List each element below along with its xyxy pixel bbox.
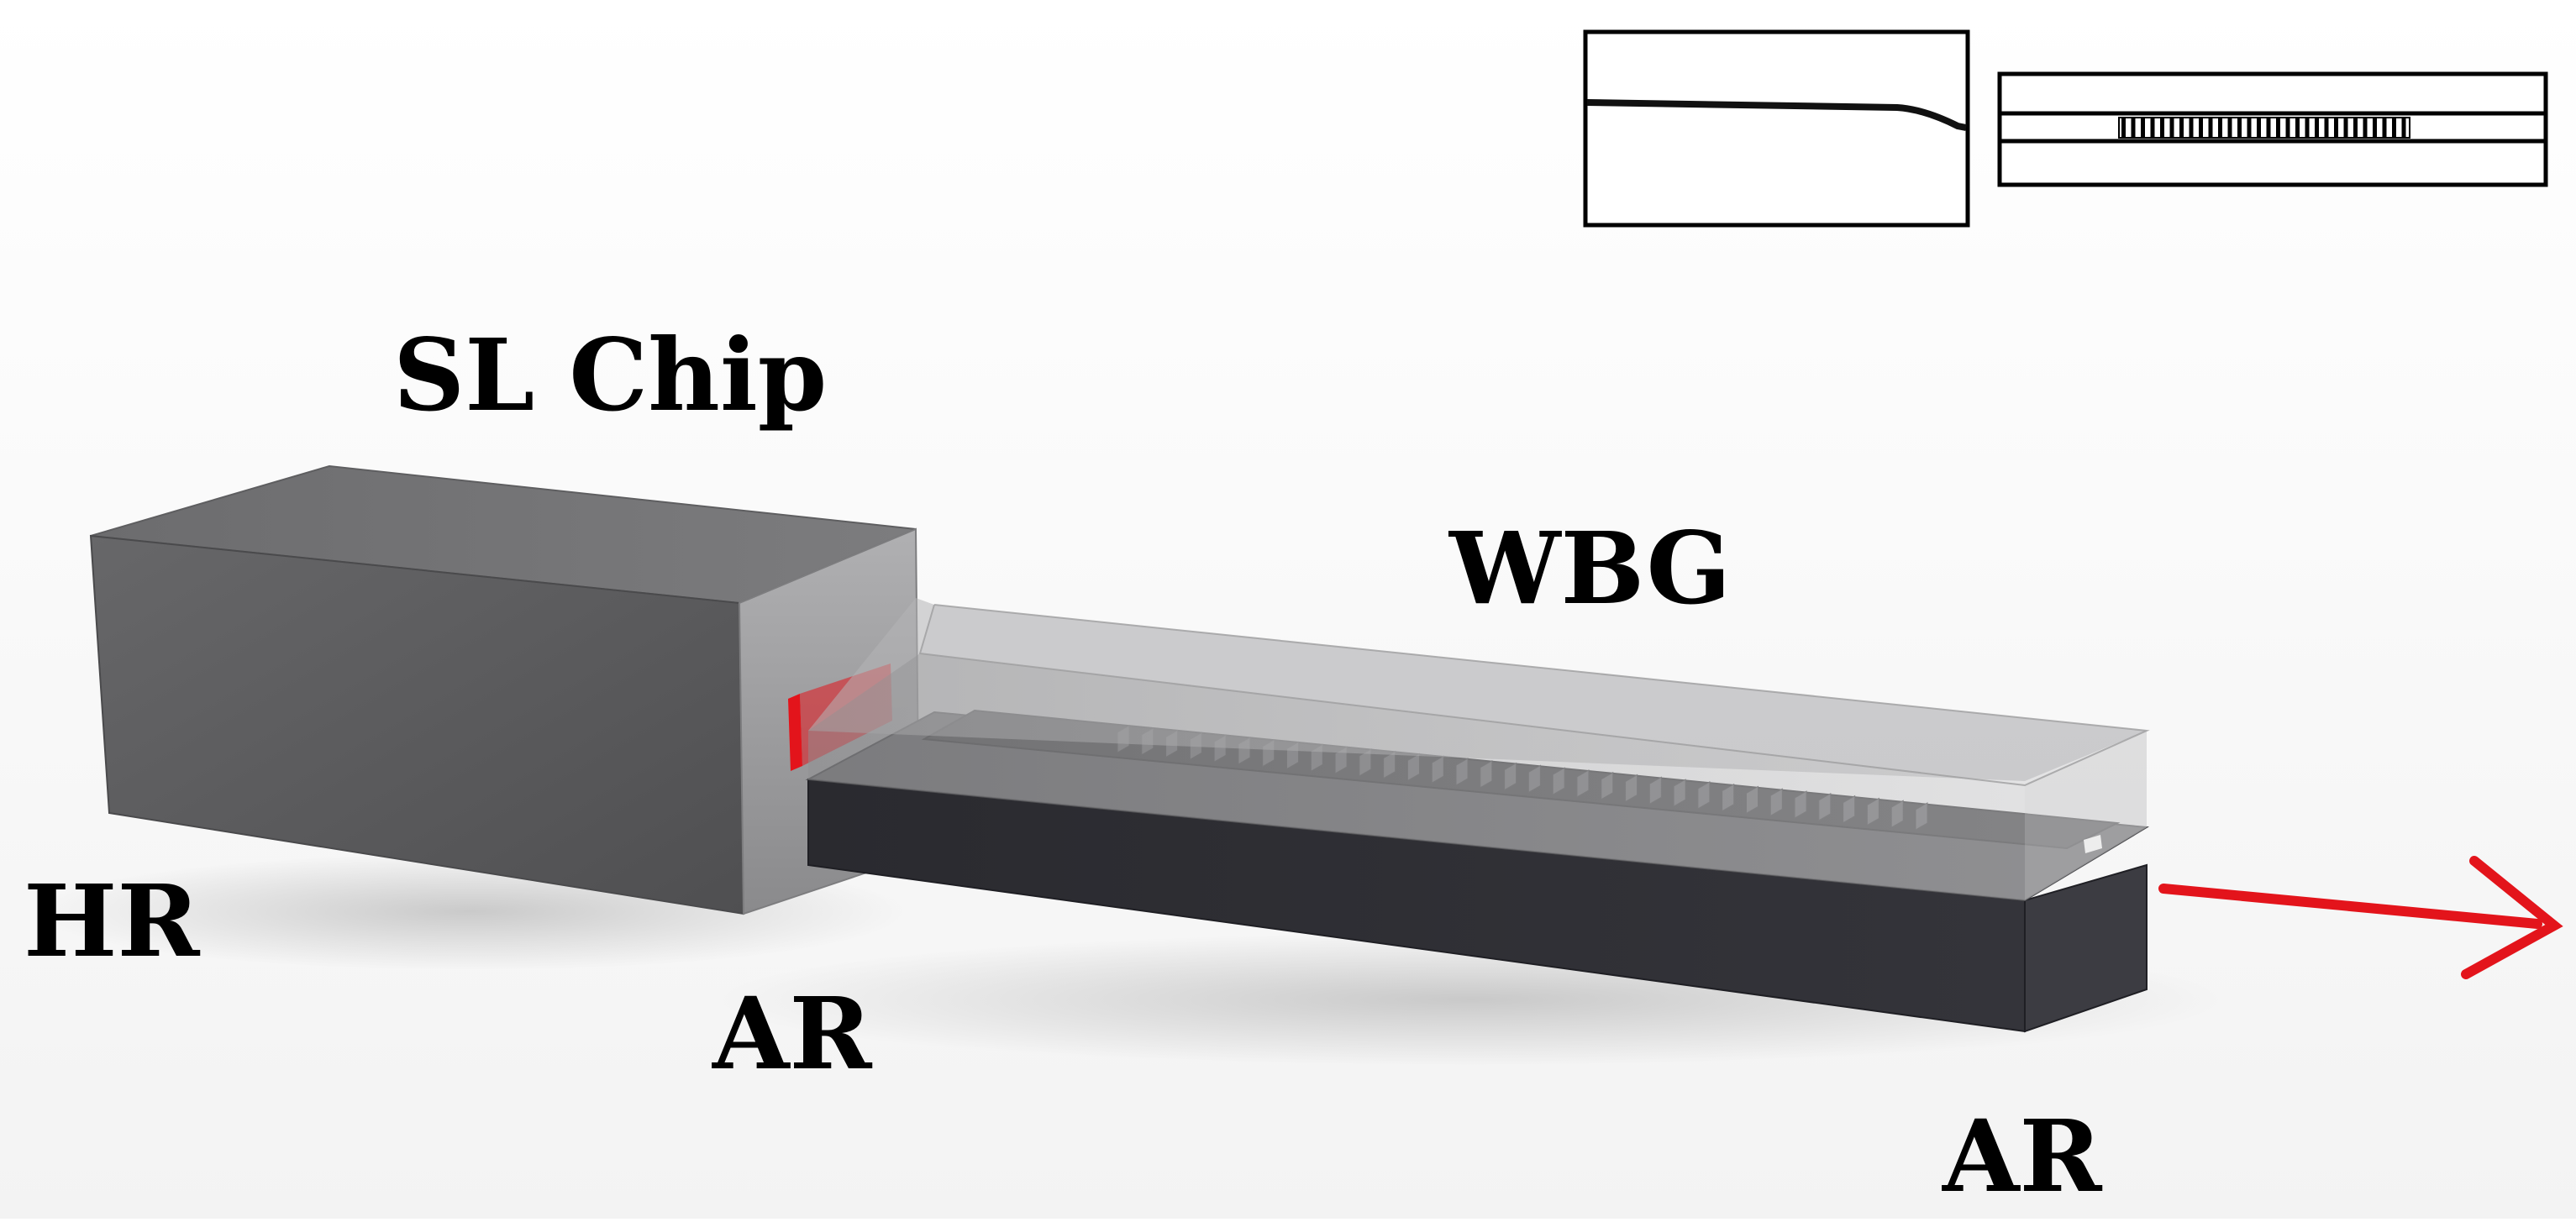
wbg-output-facet [2084,835,2102,853]
inset-grating-mark [2227,118,2232,138]
inset-grating-mark [2218,118,2222,138]
inset-grating-mark [2334,118,2338,138]
inset-grating-mark [2276,118,2280,138]
inset-top-view [1997,71,2548,187]
inset-grating-mark [2285,118,2290,138]
inset-grating-mark [2315,118,2319,138]
ar-left-label: AR [712,975,872,1092]
inset-grating-mark [2324,118,2329,138]
inset-grating-mark [2266,118,2271,138]
inset-grating-mark [2131,118,2136,138]
sl-chip-label: SL Chip [393,317,828,433]
inset-grating-mark [2363,118,2368,138]
inset-grating-mark [2121,118,2126,138]
inset-grating-mark [2257,118,2261,138]
inset-grating-mark [2305,118,2310,138]
wbg-cladding-end [2025,731,2147,900]
inset-grating-mark [2401,118,2406,138]
inset-grating-mark [2199,118,2203,138]
wbg-substrate-end [2024,863,2148,1033]
inset-side-view [1583,29,1970,228]
inset-grating-mark [2343,118,2348,138]
inset-grating-mark [2179,118,2184,138]
hr-label: HR [24,863,200,979]
inset-grating-mark [2392,118,2396,138]
inset-grating-frame [2118,117,2410,139]
inset-grating-mark [2247,118,2252,138]
wbg-cladding-front [808,653,2025,900]
wbg-label: WBG [1449,510,1732,627]
inset-grating-mark [2189,118,2194,138]
inset-grating-mark [2373,118,2377,138]
inset-grating-marks [2118,117,2410,139]
wbg-block [805,598,2150,1033]
inset-grating-mark [2295,118,2300,138]
wbg-cladding-top-face [920,605,2147,785]
ar-right-label: AR [1943,1098,2102,1214]
output-beam-arrow [2158,856,2563,979]
inset-grating-mark [2150,118,2155,138]
wbg-cladding-edge [918,604,2150,787]
inset-grating-mark [2353,118,2358,138]
ar-facet-red [788,694,802,771]
inset-grating-mark [2141,118,2145,138]
inset-grating-mark [2237,118,2242,138]
inset-grating-mark [2169,118,2174,138]
inset-grating-mark [2382,118,2387,138]
inset-grating-mark [2160,118,2164,138]
inset-side-profile [1586,99,1967,131]
inset-grating-mark [2208,118,2213,138]
